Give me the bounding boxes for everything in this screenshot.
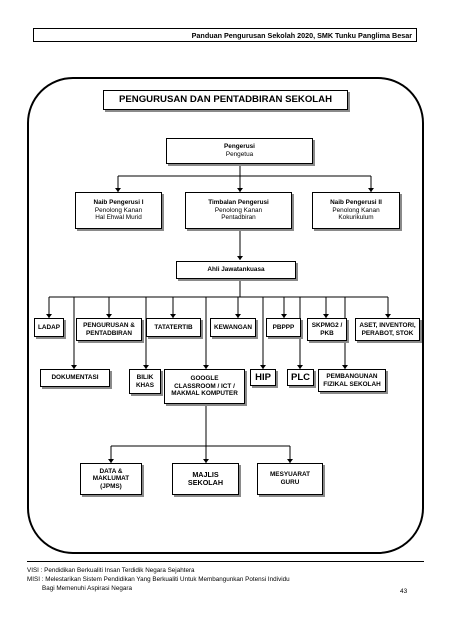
pembangunan-line2: FIZIKAL SEKOLAH: [323, 380, 381, 388]
naib1-line1: Penolong Kanan: [94, 206, 143, 214]
pengerusi-title: Pengerusi: [224, 143, 255, 151]
timbalan-pengerusi-box: Timbalan Pengerusi Penolong Kanan Pentad…: [185, 192, 292, 229]
pengerusi-box: Pengerusi Pengetua: [166, 138, 313, 164]
aset-inventori-box: ASET, INVENTORI, PERABOT, STOK: [355, 318, 420, 341]
google-line3: MAKMAL KOMPUTER: [171, 390, 238, 398]
pbppp-label: PBPPP: [272, 323, 295, 331]
ladap-box: LADAP: [34, 318, 64, 337]
chart-title: PENGURUSAN DAN PENTADBIRAN SEKOLAH: [118, 94, 333, 106]
pembangunan-fizikal-box: PEMBANGUNAN FIZIKAL SEKOLAH: [318, 369, 386, 392]
tatatertib-box: TATATERTIB: [146, 318, 201, 337]
data-line3: (JPMS): [100, 482, 122, 490]
aset-line2: PERABOT, STOK: [361, 329, 414, 337]
pengerusi-subtitle: Pengetua: [225, 151, 254, 158]
bilik-line1: BILIK: [136, 373, 154, 381]
majlis-line2: SEKOLAH: [187, 478, 224, 487]
misi-text: MISI : Melestarikan Sistem Pendidikan Ya…: [27, 576, 290, 583]
majlis-line1: MAJLIS: [192, 469, 219, 479]
page-header: Panduan Pengurusan Sekolah 2020, SMK Tun…: [33, 28, 417, 42]
pengurusan-box: PENGURUSAN & PENTADBIRAN: [76, 318, 142, 341]
majlis-sekolah-box: MAJLIS SEKOLAH: [172, 463, 239, 495]
naib1-line2: Hal Ehwal Murid: [95, 214, 142, 222]
kewangan-box: KEWANGAN: [210, 318, 256, 337]
naib-pengerusi-1-box: Naib Pengerusi I Penolong Kanan Hal Ehwa…: [75, 192, 162, 229]
pembangunan-line1: PEMBANGUNAN: [326, 372, 378, 380]
visi-text: VISI : Pendidikan Berkualiti Insan Terdi…: [27, 567, 195, 574]
tatatertib-label: TATATERTIB: [154, 323, 193, 331]
naib2-line1: Penolong Kanan: [332, 206, 380, 214]
bilik-line2: KHAS: [135, 381, 155, 389]
naib-pengerusi-2-box: Naib Pengerusi II Penolong Kanan Kokurik…: [312, 192, 400, 229]
google-line2: CLASSROOM / ICT /: [174, 382, 235, 390]
skpmg-line2: PKB: [320, 329, 334, 337]
bilik-khas-box: BILIK KHAS: [129, 369, 161, 394]
aset-line1: ASET, INVENTORI,: [359, 321, 416, 329]
mesyuarat-line1: MESYUARAT: [269, 471, 310, 479]
dokumentasi-box: DOKUMENTASI: [40, 369, 110, 387]
timbalan-line2: Pentadbiran: [221, 214, 256, 222]
naib2-line2: Kokurikulum: [338, 214, 374, 222]
pbppp-box: PBPPP: [266, 318, 301, 337]
misi-text-cont: Bagi Memenuhi Aspirasi Negara: [42, 585, 132, 592]
ajk-label: Ahli Jawatankuasa: [207, 266, 265, 274]
pengurusan-line2: PENTADBIRAN: [85, 329, 133, 337]
skpmg-line1: SKPMG2 /: [311, 321, 343, 329]
timbalan-line1: Penolong Kanan: [214, 206, 263, 214]
hip-label: HIP: [255, 371, 271, 383]
hip-box: HIP: [250, 369, 276, 386]
ahli-jawatankuasa-box: Ahli Jawatankuasa: [176, 261, 296, 279]
data-maklumat-box: DATA & MAKLUMAT (JPMS): [80, 463, 142, 495]
skpmg2-box: SKPMG2 / PKB: [307, 318, 347, 341]
kewangan-label: KEWANGAN: [214, 323, 252, 331]
plc-label: PLC: [291, 371, 310, 383]
footer: VISI : Pendidikan Berkualiti Insan Terdi…: [27, 561, 424, 593]
naib1-title: Naib Pengerusi I: [93, 199, 144, 207]
page-number: 43: [400, 588, 408, 595]
data-line2: MAKLUMAT: [92, 475, 130, 483]
chart-frame: [27, 77, 424, 554]
data-line1: DATA &: [99, 467, 123, 475]
naib2-title: Naib Pengerusi II: [330, 199, 382, 207]
ladap-label: LADAP: [37, 323, 60, 331]
pengurusan-line1: PENGURUSAN &: [83, 321, 135, 329]
dokumentasi-label: DOKUMENTASI: [51, 374, 99, 382]
mesyuarat-line2: GURU: [280, 479, 300, 486]
google-classroom-box: GOOGLE CLASSROOM / ICT / MAKMAL KOMPUTER: [164, 369, 245, 404]
timbalan-title: Timbalan Pengerusi: [208, 199, 269, 207]
mesyuarat-guru-box: MESYUARAT GURU: [257, 463, 323, 495]
chart-title-box: PENGURUSAN DAN PENTADBIRAN SEKOLAH: [103, 90, 348, 110]
plc-box: PLC: [287, 369, 314, 386]
google-line1: GOOGLE: [190, 375, 219, 383]
